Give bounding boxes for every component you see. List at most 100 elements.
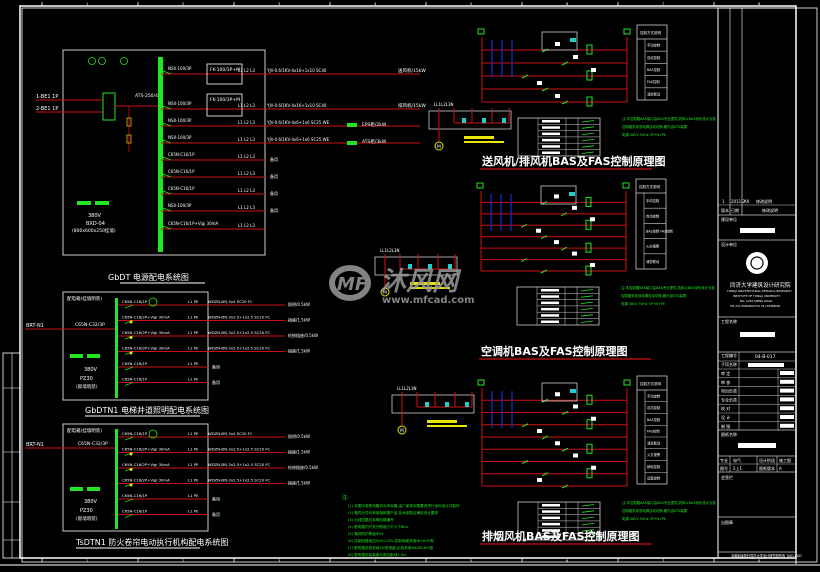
side-table-row: BAS控制 — [647, 417, 661, 422]
device-icon — [462, 118, 466, 123]
breaker-label: C65N-C16/1P — [122, 377, 148, 382]
role-value — [780, 397, 794, 402]
tick-label: 5 — [470, 559, 472, 563]
rev-no: 1 — [722, 199, 725, 204]
tag-label — [554, 240, 559, 245]
tick-label: 8 — [758, 2, 760, 6]
project-no-label: 工程编号 — [721, 352, 737, 358]
role-value — [780, 415, 794, 419]
side-table-row: BAS控制 — [647, 67, 661, 72]
spare-label: 备用 — [270, 190, 278, 196]
enclosure-note: (嵌墙暗装) — [76, 515, 98, 522]
institute-logo-icon — [746, 252, 768, 274]
io-contact-icon — [581, 529, 595, 532]
spare-label: 备用 — [212, 511, 220, 517]
left-signature-strip — [2, 352, 21, 559]
tag-label — [555, 392, 560, 397]
side-table-row: 远程控制 — [647, 476, 661, 481]
transformer-icon — [148, 429, 158, 439]
io-text — [542, 522, 560, 526]
relay-coil-icon — [585, 219, 592, 230]
io-contact-icon — [581, 139, 595, 142]
tag-label — [573, 404, 578, 409]
tag-label — [536, 228, 541, 233]
note-item: (3) 出线回路应标明回路编号 — [348, 517, 394, 522]
phase-label: L1 PE — [188, 315, 199, 320]
enclosure: BXD-04 — [86, 221, 105, 227]
side-table-header: 控制方式说明 — [640, 30, 661, 35]
role-value — [780, 406, 794, 411]
contact-icon — [561, 484, 569, 489]
side-table-row: 消防联动 — [647, 91, 661, 96]
relay-coil-icon — [585, 265, 592, 276]
motor-label: M — [400, 428, 404, 434]
device-icon — [502, 118, 506, 123]
device-box — [541, 31, 578, 51]
contact-icon — [540, 269, 548, 274]
breaker-label: C65N-C16/2P+Vigi 30mA — [122, 330, 170, 335]
breaker-label: C65N-C16/1P — [122, 361, 148, 366]
control-note: 电源:380V 50Hz 3P+N+PE — [621, 301, 665, 306]
tag-label — [555, 94, 560, 98]
phase-label: L1 PE — [188, 330, 199, 335]
role-label: 制 图 — [721, 423, 730, 429]
enclosure-note: (嵌墙暗装) — [76, 383, 98, 390]
fan-box-1: FK-100/3P+M — [210, 67, 240, 73]
designer-en: NO. 1239 SIPING ROAD — [740, 299, 772, 303]
side-table-row: 自动控制 — [647, 405, 661, 410]
phase-label: L1 PE — [188, 509, 199, 514]
contact-icon — [520, 223, 528, 228]
side-table-row: BAS控制 FAS控制 — [646, 229, 673, 234]
meta-value: 2上1 — [733, 465, 743, 471]
breaker-label: C65N-C16/1P — [122, 493, 148, 498]
io-text — [542, 516, 560, 520]
tick-label: 2 — [182, 559, 184, 563]
io-contact-icon — [581, 516, 595, 519]
spare-label: 备用 — [212, 496, 220, 502]
contact-icon — [560, 246, 568, 251]
role-label: 项目负责 — [721, 388, 737, 394]
yellow-label — [427, 425, 467, 427]
control-note: 注:本控制箱BAS接口由BAS专业提供,具体以BAS深化设计为准 — [621, 285, 715, 290]
cable-label: WDZN-BYJ-3x4 SC20 FC — [208, 299, 253, 304]
tag-label — [572, 205, 577, 210]
io-text — [542, 529, 560, 532]
note-item: (1) 本图中各配电箱均为非标箱,由厂家按本图要求进行深化设计并制作 — [348, 503, 460, 508]
io-contact-icon — [581, 535, 595, 538]
relay-coil-icon — [586, 468, 593, 479]
watermark-mf: MF — [337, 274, 368, 295]
notes-label: 会签栏 — [721, 474, 733, 480]
side-table-row: 火灾报警 — [646, 244, 660, 249]
meta-value: 图纸版本 — [759, 465, 775, 471]
owner-label: 建设单位 — [721, 216, 737, 222]
control-note: 电源:380V 50Hz 3P+N+PE — [622, 516, 666, 521]
meta-label: 施工图 — [779, 457, 791, 463]
rev-date: 2011.2 — [731, 199, 745, 204]
footer: 本图纸版权归同济大学设计研究院所有 TJAD-CAD — [731, 553, 802, 558]
io-contact-icon — [580, 314, 594, 317]
breaker-icon — [162, 70, 172, 75]
relay-coil-icon — [585, 242, 592, 253]
rcd-icon — [129, 468, 133, 471]
tag-label — [573, 55, 578, 59]
note-item: (6) 控制回路电压为AC220V,控制电缆采用NH-KVV型 — [348, 538, 434, 543]
tag-label — [537, 81, 542, 85]
load-label: 插座/1.5kW — [288, 449, 310, 455]
io-contact-icon — [580, 301, 594, 304]
terminal-strip-label: LL1L2L3N — [434, 102, 454, 107]
control-diagram-title: 排烟风机BAS及FAS控制原理图 — [482, 529, 640, 543]
tag-label — [572, 251, 577, 256]
role-label: 专业负责 — [721, 396, 737, 402]
device-icon — [425, 402, 429, 407]
contact-icon — [541, 48, 549, 53]
breaker-label: C65N-C16/2P+Vigi 30mA — [122, 447, 170, 452]
load-label: 送风机/15kW — [398, 67, 426, 74]
io-contact-icon — [581, 132, 595, 135]
sensor-icon — [570, 389, 576, 393]
breaker-icon — [162, 156, 172, 161]
cable-label: WDZN-BYJ-3x4 SC20 FC — [208, 431, 253, 436]
relay-coil-icon — [586, 419, 593, 430]
phase-label: L1 L2 L3 — [238, 223, 255, 228]
